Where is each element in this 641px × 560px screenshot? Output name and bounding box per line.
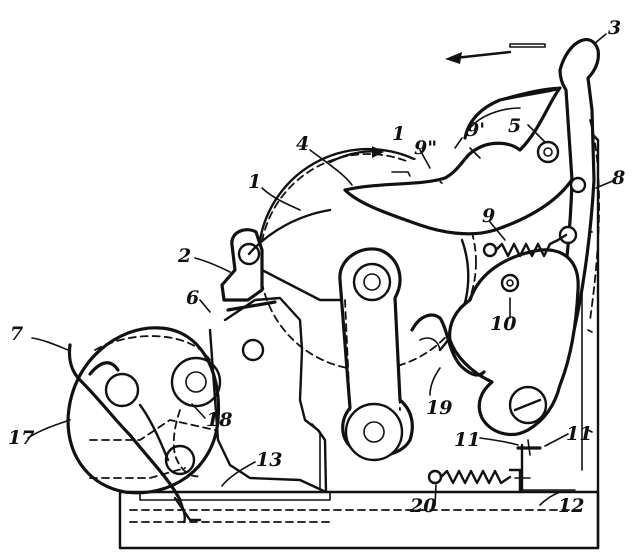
link-12 bbox=[516, 439, 576, 492]
label-1a: 1 bbox=[248, 171, 261, 193]
label-9-double-prime: 9" bbox=[414, 137, 437, 159]
lower-sector-plate bbox=[410, 248, 580, 436]
cam-lever bbox=[343, 86, 577, 236]
left-drum bbox=[66, 326, 222, 495]
label-18: 18 bbox=[206, 409, 232, 431]
pawl-arm bbox=[220, 208, 342, 312]
label-9-prime: 9' bbox=[466, 119, 485, 141]
label-11a: 11 bbox=[454, 429, 480, 451]
label-6: 6 bbox=[186, 287, 199, 309]
spring-9 bbox=[494, 233, 568, 258]
label-1b: 1 bbox=[392, 123, 405, 145]
label-7: 7 bbox=[10, 323, 23, 345]
label-11b: 11 bbox=[566, 423, 592, 445]
label-13: 13 bbox=[256, 449, 282, 471]
label-20: 20 bbox=[409, 495, 436, 517]
label-9: 9 bbox=[482, 205, 495, 227]
pivots bbox=[241, 140, 587, 485]
label-19: 19 bbox=[426, 397, 452, 419]
label-3: 3 bbox=[608, 17, 621, 39]
label-5: 5 bbox=[508, 115, 521, 137]
guide-bar bbox=[67, 343, 202, 524]
connecting-rod bbox=[338, 247, 414, 462]
reference-labels: 1 1 2 3 4 5 6 7 8 9 9' 9" 10 11 11 12 13… bbox=[8, 17, 625, 517]
label-8: 8 bbox=[611, 167, 625, 189]
label-4: 4 bbox=[296, 133, 309, 155]
leader-lines bbox=[27, 33, 616, 506]
label-17: 17 bbox=[8, 427, 34, 449]
label-12: 12 bbox=[558, 495, 584, 517]
direction-arrows bbox=[328, 43, 546, 164]
label-10: 10 bbox=[490, 313, 516, 335]
label-2: 2 bbox=[177, 245, 191, 267]
spring-20 bbox=[439, 468, 531, 494]
